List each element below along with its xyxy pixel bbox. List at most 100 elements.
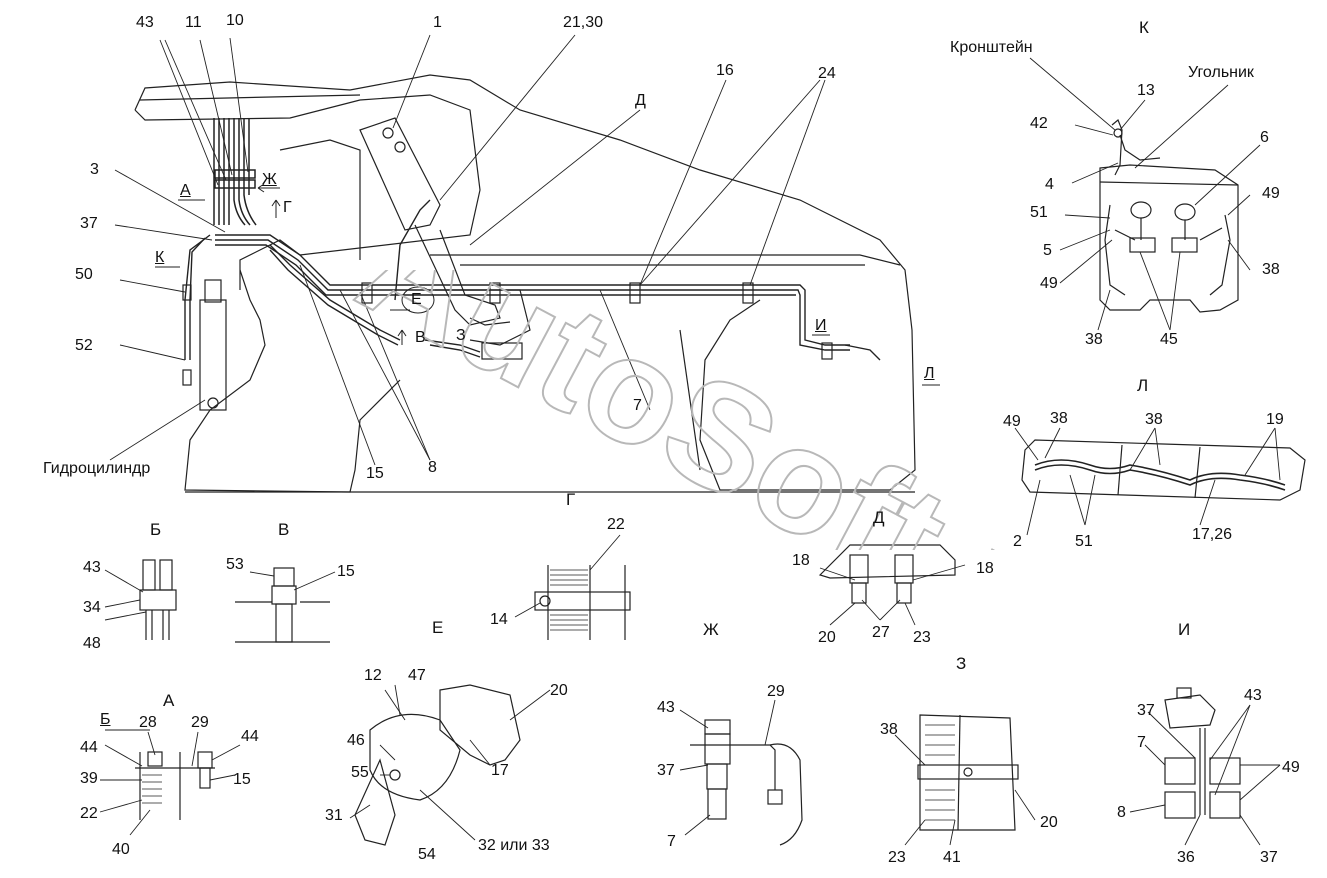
view-k-label-49-left: 49 (1040, 275, 1058, 292)
view-e-label-54: 54 (418, 846, 436, 863)
hydraulic-cylinder (182, 279, 227, 411)
part-label-1: 1 (433, 14, 442, 31)
view-b-drawing (104, 559, 177, 640)
view-zh-label-29: 29 (767, 683, 785, 700)
section-arrows (155, 183, 940, 386)
view-i-caption: И (1178, 620, 1191, 639)
view-d-drawing (818, 544, 966, 626)
view-a-label-40: 40 (112, 841, 130, 858)
view-a-label-29: 29 (191, 714, 209, 731)
view-zh-label-37: 37 (657, 762, 675, 779)
view-d-label-27: 27 (872, 624, 890, 641)
view-i-label-37-top: 37 (1137, 702, 1155, 719)
part-label-21-30: 21,30 (563, 14, 604, 31)
view-k-label-42: 42 (1030, 115, 1048, 132)
pipes-horizontal (184, 199, 881, 361)
section-mark-a: А (180, 182, 191, 199)
view-l-label-19: 19 (1266, 411, 1284, 428)
view-g-label-14: 14 (490, 611, 508, 628)
view-b-label-34: 34 (83, 599, 101, 616)
main-body-outline (134, 74, 916, 493)
view-a-label-28: 28 (139, 714, 157, 731)
view-z-label-38: 38 (880, 721, 898, 738)
view-v-label-15: 15 (337, 563, 355, 580)
view-z-caption: З (956, 654, 967, 673)
section-mark-i: И (815, 317, 827, 334)
view-a-label-22: 22 (80, 805, 98, 822)
view-e-caption: Е (432, 618, 444, 637)
view-l-label-17-26: 17,26 (1192, 526, 1233, 543)
view-k-label-38-left: 38 (1085, 331, 1103, 348)
view-zh-caption: Ж (703, 620, 719, 639)
view-k-label-5: 5 (1043, 242, 1052, 259)
view-k-label-38-right: 38 (1262, 261, 1280, 278)
view-k-label-4: 4 (1045, 176, 1054, 193)
section-mark-g: Г (283, 199, 292, 216)
view-a-label-44-right: 44 (241, 728, 259, 745)
part-label-10: 10 (226, 12, 244, 29)
part-label-11: 11 (185, 14, 202, 31)
part-label-8: 8 (428, 459, 437, 476)
part-label-50: 50 (75, 266, 93, 283)
view-e-drawing (349, 684, 551, 846)
view-d-label-18-right: 18 (976, 560, 994, 577)
view-zh-label-7: 7 (667, 833, 676, 850)
view-zh-label-43: 43 (657, 699, 675, 716)
view-g-caption: Г (566, 490, 576, 509)
view-g-drawing (514, 534, 631, 640)
section-mark-d: Д (635, 92, 646, 109)
view-i-label-43: 43 (1244, 687, 1262, 704)
view-g-label-22: 22 (607, 516, 625, 533)
part-label-43: 43 (136, 14, 154, 31)
view-k-bracket-label: Кронштейн (950, 39, 1033, 56)
view-i-label-37-bottom: 37 (1260, 849, 1278, 866)
view-z-label-41: 41 (943, 849, 961, 866)
view-b-caption: Б (150, 520, 162, 539)
view-k-label-45: 45 (1160, 331, 1178, 348)
view-d-label-18-left: 18 (792, 552, 810, 569)
view-l-drawing (1014, 427, 1306, 536)
view-l-label-51: 51 (1075, 533, 1093, 550)
control-lever (359, 117, 511, 326)
view-e-label-55: 55 (351, 764, 369, 781)
view-i-label-8: 8 (1117, 804, 1126, 821)
view-d-label-23: 23 (913, 629, 931, 646)
view-l-label-2: 2 (1013, 533, 1022, 550)
view-a-label-15: 15 (233, 771, 251, 788)
view-a-label-39: 39 (80, 770, 98, 787)
part-label-15: 15 (366, 465, 384, 482)
part-label-3: 3 (90, 161, 99, 178)
view-z-drawing (894, 714, 1036, 846)
section-mark-v: В (415, 329, 426, 346)
view-i-label-7: 7 (1137, 734, 1146, 751)
part-label-16: 16 (716, 62, 734, 79)
section-mark-zh: Ж (262, 171, 277, 188)
view-k-caption: К (1139, 18, 1149, 37)
view-l-label-38-left: 38 (1050, 410, 1068, 427)
view-zh-drawing (679, 699, 803, 846)
hose-bundle-vertical (213, 118, 257, 226)
cylinder-label: Гидроцилиндр (43, 460, 151, 477)
view-k-label-6: 6 (1260, 129, 1269, 146)
view-b-label-48: 48 (83, 635, 101, 652)
view-l-label-49: 49 (1003, 413, 1021, 430)
view-z-label-20: 20 (1040, 814, 1058, 831)
part-label-37: 37 (80, 215, 98, 232)
view-k-drawing (1029, 57, 1261, 331)
view-a-drawing (99, 729, 241, 836)
section-mark-e: Е (411, 291, 422, 308)
view-l-caption: Л (1137, 376, 1149, 395)
view-b-label-43: 43 (83, 559, 101, 576)
view-e-label-47: 47 (408, 667, 426, 684)
part-label-24: 24 (818, 65, 836, 82)
view-d-label-20: 20 (818, 629, 836, 646)
view-k-label-49-right: 49 (1262, 185, 1280, 202)
view-e-label-31: 31 (325, 807, 343, 824)
view-e-label-17: 17 (491, 762, 509, 779)
view-e-label-20: 20 (550, 682, 568, 699)
view-v-label-53: 53 (226, 556, 244, 573)
view-z-label-23: 23 (888, 849, 906, 866)
pipe-clamps (361, 282, 833, 360)
section-mark-k: К (155, 249, 165, 266)
view-e-label-32-33: 32 или 33 (478, 837, 550, 854)
